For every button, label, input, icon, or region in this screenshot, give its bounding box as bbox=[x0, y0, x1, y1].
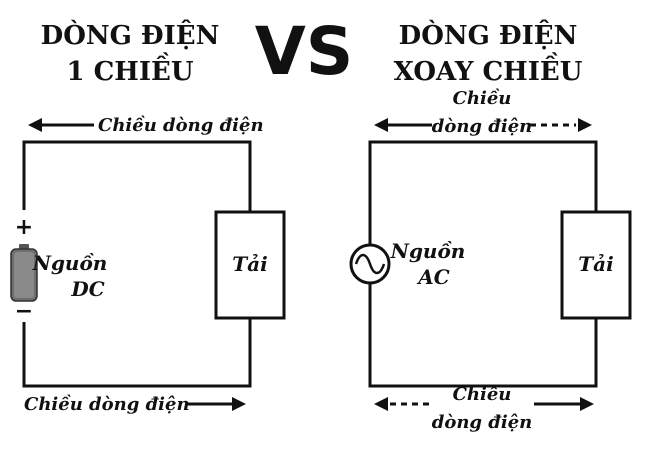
ac-title-line2: XOAY CHIỀU bbox=[394, 52, 583, 87]
ac-current-label-top-line1: Chiều bbox=[453, 87, 512, 109]
dc-top-current-arrow bbox=[28, 118, 94, 132]
dc-source-label-line2: DC bbox=[70, 277, 104, 301]
ac-top-current-arrow bbox=[374, 118, 592, 132]
dc-current-label-top: Chiều dòng điện bbox=[98, 114, 264, 136]
ac-source-icon bbox=[349, 243, 391, 285]
ac-source-label-line2: AC bbox=[416, 265, 450, 289]
dc-circuit: Chiều dòng điện Chiều dòng điện + − Nguồ… bbox=[10, 114, 286, 415]
battery-plus: + bbox=[15, 215, 33, 240]
dc-current-label-bottom: Chiều dòng điện bbox=[24, 393, 190, 415]
ac-wire-bottom bbox=[368, 284, 598, 388]
dc-title-line2: 1 CHIỀU bbox=[66, 52, 193, 87]
ac-bottom-current-arrow bbox=[374, 397, 594, 411]
ac-wire-top bbox=[368, 140, 598, 244]
dc-source-label-line1: Nguồn bbox=[32, 251, 108, 275]
dc-bottom-current-arrow bbox=[186, 397, 246, 411]
vs-label: VS bbox=[255, 13, 354, 90]
ac-circuit: Chiều dòng điện Chiều dòng điện Nguồn AC… bbox=[349, 87, 632, 433]
battery-icon: + − bbox=[10, 215, 38, 324]
dc-load-box bbox=[214, 210, 286, 320]
ac-current-label-bottom-line1: Chiều bbox=[453, 383, 512, 405]
ac-current-label-top-line2: dòng điện bbox=[432, 116, 533, 137]
dc-load-label: Tải bbox=[232, 252, 267, 276]
ac-load-label: Tải bbox=[578, 252, 613, 276]
ac-source-label-line1: Nguồn bbox=[390, 239, 466, 263]
ac-current-label-bottom-line2: dòng điện bbox=[432, 412, 533, 433]
dc-title-line1: DÒNG ĐIỆN bbox=[41, 19, 220, 51]
ac-load-box bbox=[560, 210, 632, 320]
dc-wire-top bbox=[22, 140, 252, 212]
ac-title-line1: DÒNG ĐIỆN bbox=[399, 19, 578, 51]
battery-minus: − bbox=[15, 299, 33, 324]
dc-wire-bottom bbox=[22, 318, 252, 388]
